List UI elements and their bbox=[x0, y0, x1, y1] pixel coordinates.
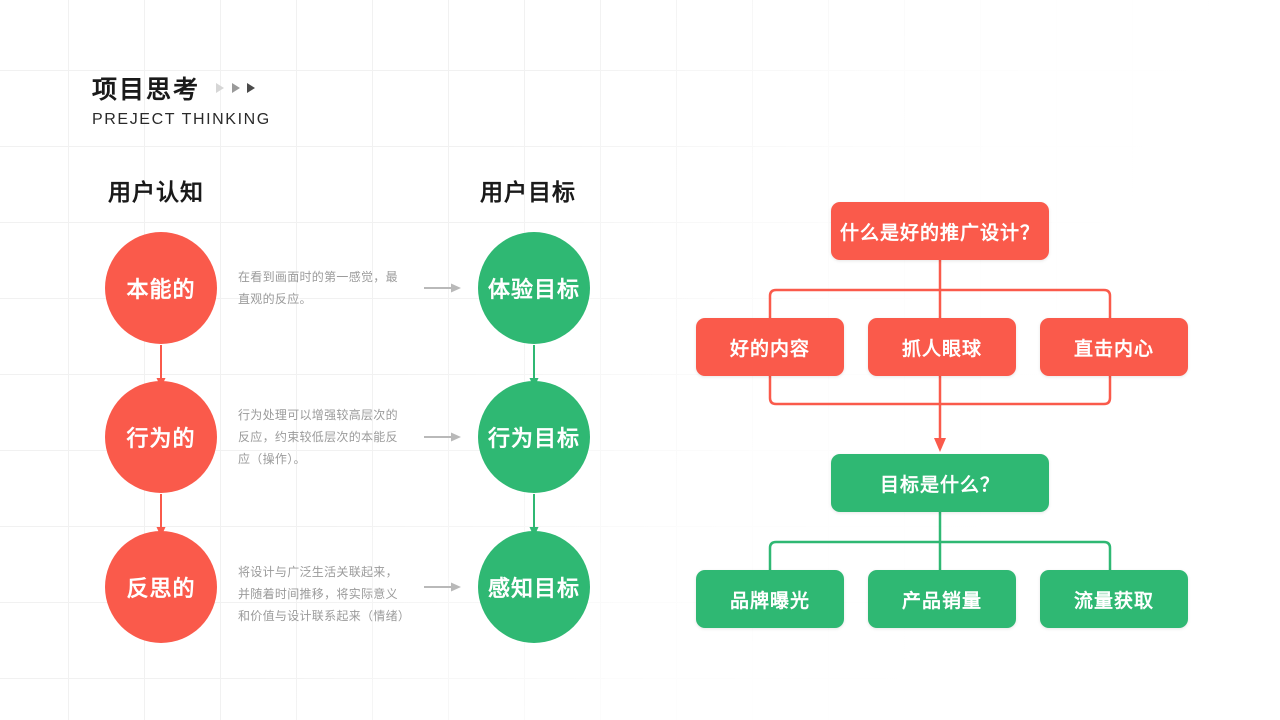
title-block: 项目思考 PREJECT THINKING bbox=[92, 78, 271, 129]
flow-node-criterion-attention[interactable]: 抓人眼球 bbox=[868, 318, 1016, 376]
flow-node-root-question[interactable]: 什么是好的推广设计？ bbox=[831, 202, 1049, 260]
cognition-node-instinctive[interactable]: 本能的 bbox=[105, 232, 217, 344]
right-arrow-icon-3 bbox=[424, 582, 461, 592]
flowchart: 什么是好的推广设计？ 好的内容 抓人眼球 直击内心 目标是什么？ 品牌曝光 产品… bbox=[660, 170, 1240, 660]
page-title: 项目思考 bbox=[92, 76, 201, 104]
cognition-node-behavioral[interactable]: 行为的 bbox=[105, 381, 217, 493]
goal-node-behavior[interactable]: 行为目标 bbox=[478, 381, 590, 493]
flow-node-goal-question[interactable]: 目标是什么？ bbox=[831, 454, 1049, 512]
goal-node-perception[interactable]: 感知目标 bbox=[478, 531, 590, 643]
column-heading-goal: 用户目标 bbox=[480, 179, 576, 205]
page-subtitle: PREJECT THINKING bbox=[92, 111, 271, 128]
down-arrow-icon-red-1 bbox=[156, 345, 166, 388]
flow-node-goal-traffic[interactable]: 流量获取 bbox=[1040, 570, 1188, 628]
goal-node-experience[interactable]: 体验目标 bbox=[478, 232, 590, 344]
down-arrow-icon-green-2 bbox=[529, 494, 539, 537]
triangle-arrow-icon-3 bbox=[247, 82, 256, 93]
description-instinctive: 在看到画面时的第一感觉，最直观的反应。 bbox=[238, 270, 398, 307]
triangle-arrow-icon-2 bbox=[231, 82, 240, 93]
right-arrow-icon-2 bbox=[424, 432, 461, 442]
cognition-node-reflective[interactable]: 反思的 bbox=[105, 531, 217, 643]
right-arrow-icon-1 bbox=[424, 283, 461, 293]
title-arrows-icon bbox=[216, 80, 258, 98]
down-arrow-icon-green-1 bbox=[529, 345, 539, 388]
flow-node-criterion-emotion[interactable]: 直击内心 bbox=[1040, 318, 1188, 376]
flow-node-goal-brand-exposure[interactable]: 品牌曝光 bbox=[696, 570, 844, 628]
description-reflective: 将设计与广泛生活关联起来，并随着时间推移，将实际意义和价值与设计联系起来（情绪） bbox=[238, 565, 411, 624]
flow-node-goal-product-sales[interactable]: 产品销量 bbox=[868, 570, 1016, 628]
down-arrow-icon-red-2 bbox=[156, 494, 166, 537]
flowchart-connectors bbox=[768, 260, 1112, 570]
description-behavioral: 行为处理可以增强较高层次的反应，约束较低层次的本能反应（操作）。 bbox=[238, 408, 398, 467]
flow-node-criterion-content[interactable]: 好的内容 bbox=[696, 318, 844, 376]
triangle-arrow-icon-1 bbox=[216, 82, 225, 93]
column-heading-cognition: 用户认知 bbox=[108, 179, 204, 205]
